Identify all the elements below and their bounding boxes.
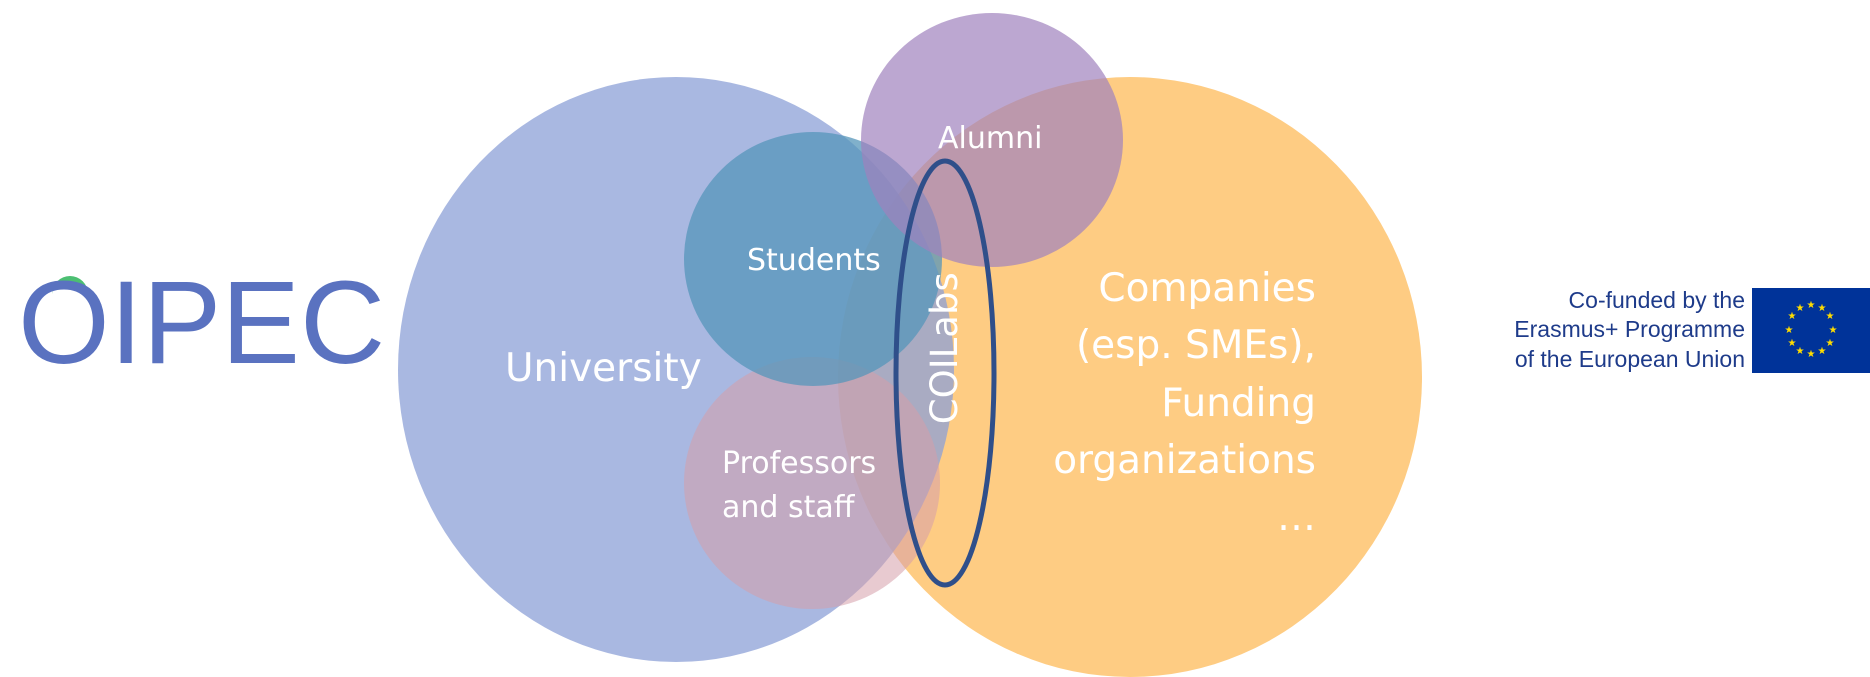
students-label: Students bbox=[747, 243, 881, 278]
svg-text:★: ★ bbox=[1807, 349, 1816, 360]
coilabs-label: COILabs bbox=[922, 272, 966, 425]
eu-stars: ★ ★ ★ ★ ★ ★ ★ ★ ★ ★ ★ ★ bbox=[1785, 300, 1838, 360]
svg-text:★: ★ bbox=[1796, 346, 1805, 357]
oipec-wordmark: OIPEC bbox=[18, 257, 386, 389]
svg-text:★: ★ bbox=[1785, 325, 1794, 336]
professors-label-line2: and staff bbox=[722, 490, 855, 526]
companies-label: Companies (esp. SMEs), Funding organizat… bbox=[1040, 260, 1316, 547]
companies-label-line: Companies bbox=[1098, 266, 1316, 311]
companies-label-line: (esp. SMEs), bbox=[1075, 323, 1316, 369]
alumni-label: Alumni bbox=[938, 121, 1043, 156]
companies-label-line: organizations bbox=[1053, 437, 1316, 483]
svg-text:★: ★ bbox=[1829, 325, 1838, 336]
alumni-circle bbox=[861, 13, 1123, 267]
diagram-stage: University Students Alumni Professors an… bbox=[398, 13, 1422, 677]
erasmus-cofunding: Co-funded by the Erasmus+ Programme of t… bbox=[1450, 286, 1870, 376]
companies-label-line: Funding bbox=[1161, 380, 1316, 426]
svg-text:★: ★ bbox=[1788, 338, 1797, 349]
svg-text:★: ★ bbox=[1826, 311, 1835, 322]
oipec-logo: OIPEC bbox=[10, 264, 385, 388]
erasmus-line2: Erasmus+ Programme bbox=[1514, 316, 1745, 343]
professors-label-line1: Professors bbox=[722, 446, 877, 481]
svg-text:★: ★ bbox=[1796, 303, 1805, 314]
eu-flag-icon: ★ ★ ★ ★ ★ ★ ★ ★ ★ ★ ★ ★ bbox=[1752, 288, 1870, 373]
svg-text:★: ★ bbox=[1826, 338, 1835, 349]
svg-text:★: ★ bbox=[1818, 346, 1827, 357]
erasmus-text: Co-funded by the Erasmus+ Programme of t… bbox=[1514, 286, 1745, 374]
coilabs-ellipse bbox=[893, 158, 997, 588]
svg-text:★: ★ bbox=[1788, 311, 1797, 322]
university-label: University bbox=[505, 346, 702, 391]
erasmus-line1: Co-funded by the bbox=[1568, 287, 1745, 313]
svg-text:★: ★ bbox=[1807, 300, 1816, 311]
svg-text:★: ★ bbox=[1818, 303, 1827, 314]
professors-label: Professors and staff bbox=[722, 442, 876, 531]
companies-label-line: … bbox=[1277, 495, 1316, 541]
erasmus-line3: of the European Union bbox=[1514, 345, 1745, 372]
logo-green-arc bbox=[52, 276, 88, 294]
